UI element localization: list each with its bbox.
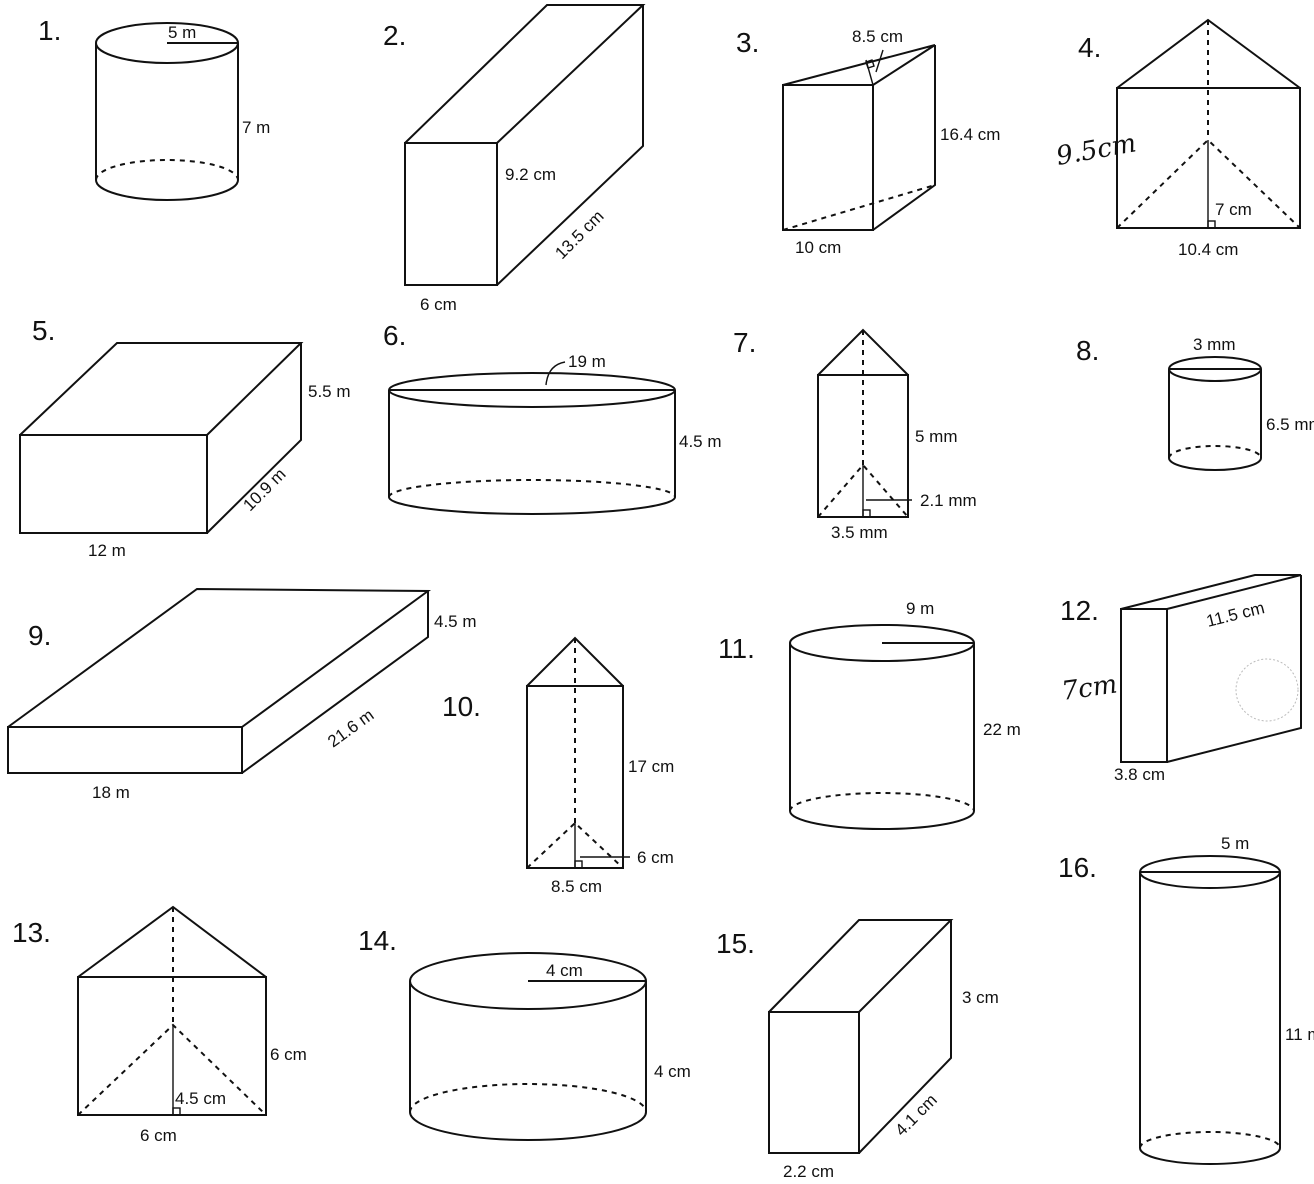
figure-number: 12. <box>1060 595 1099 626</box>
height-label: 6.5 mm <box>1266 415 1314 434</box>
base-label: 3.5 mm <box>831 523 888 542</box>
figure-number: 7. <box>733 327 756 358</box>
figure-number: 11. <box>718 633 755 664</box>
figure-4-triangular-prism: 4. 9.5cm 7 cm 10.4 cm <box>1054 18 1301 259</box>
height-label: 4 cm <box>654 1062 691 1081</box>
figure-number: 10. <box>442 691 481 722</box>
figure-12-rectangular-prism: 12. 11.5 cm 7cm 3.8 cm <box>1060 574 1302 784</box>
figure-number: 14. <box>358 925 397 956</box>
depth-label: 21.6 m <box>324 705 377 751</box>
height-label: 17 cm <box>628 757 674 776</box>
figure-16-cylinder: 16. 5 m 11 m <box>1058 834 1314 1165</box>
depth-label: 4.1 cm <box>891 1090 941 1140</box>
base-label: 10.4 cm <box>1178 240 1238 259</box>
width-label: 12 m <box>88 541 126 560</box>
figure-number: 16. <box>1058 852 1097 883</box>
figure-number: 8. <box>1076 335 1099 366</box>
height-label: 3 cm <box>962 988 999 1007</box>
figure-number: 3. <box>736 27 759 58</box>
diameter-label: 19 m <box>568 352 606 371</box>
figure-1-cylinder: 1. 5 m 7 m <box>38 15 270 201</box>
width-label: 18 m <box>92 783 130 802</box>
radius-label: 9 m <box>906 599 934 618</box>
figure-number: 5. <box>32 315 55 346</box>
figure-9-rectangular-prism: 9. 4.5 m 21.6 m 18 m <box>7 587 477 802</box>
width-label: 3.8 cm <box>1114 765 1165 784</box>
tri-height-label: 7 cm <box>1215 200 1252 219</box>
height-label: 5 mm <box>915 427 958 446</box>
width-label: 6 cm <box>420 295 457 314</box>
height-label: 5.5 m <box>308 382 351 401</box>
figure-number: 15. <box>716 928 755 959</box>
height-label: 9.2 cm <box>505 165 556 184</box>
radius-label: 4 cm <box>546 961 583 980</box>
figure-10-triangular-prism: 10. 17 cm 6 cm 8.5 cm <box>442 636 674 896</box>
figure-number: 2. <box>383 20 406 51</box>
figure-8-cylinder: 8. 3 mm 6.5 mm <box>1076 335 1314 471</box>
figure-number: 6. <box>383 320 406 351</box>
figure-5-rectangular-prism: 5. 5.5 m 10.9 m 12 m <box>19 315 351 560</box>
tri-height-label: 6 cm <box>637 848 674 867</box>
figure-number: 13. <box>12 917 51 948</box>
height-label: 4.5 m <box>434 612 477 631</box>
handwritten-label: 7cm <box>1060 669 1119 706</box>
width-label: 2.2 cm <box>783 1162 834 1181</box>
figure-3-triangular-prism: 3. 8.5 cm 16.4 cm 10 cm <box>736 27 1000 257</box>
height-label: 11 m <box>1285 1025 1314 1044</box>
height-label: 16.4 cm <box>940 125 1000 144</box>
height-label: 4.5 m <box>679 432 722 451</box>
hole-punch-mark <box>1235 658 1299 722</box>
tri-height-label: 2.1 mm <box>920 491 977 510</box>
handwritten-label: 9.5cm <box>1054 128 1139 172</box>
figure-number: 1. <box>38 15 61 46</box>
figure-6-cylinder: 6. 19 m 4.5 m <box>383 320 722 515</box>
height-label: 6 cm <box>270 1045 307 1064</box>
length-label: 13.5 cm <box>551 207 607 263</box>
length-label: 11.5 cm <box>1204 598 1266 631</box>
height-label: 7 m <box>242 118 270 137</box>
diameter-label: 3 mm <box>1193 335 1236 354</box>
figure-15-rectangular-prism: 15. 3 cm 4.1 cm 2.2 cm <box>716 919 999 1181</box>
slant-label: 8.5 cm <box>852 27 903 46</box>
figure-number: 9. <box>28 620 51 651</box>
base-label: 6 cm <box>140 1126 177 1145</box>
tri-height-label: 4.5 cm <box>175 1089 226 1108</box>
figure-7-triangular-prism: 7. 5 mm 2.1 mm 3.5 mm <box>733 327 977 542</box>
figure-number: 4. <box>1078 32 1101 63</box>
depth-label: 10.9 m <box>239 465 289 515</box>
diameter-label: 5 m <box>1221 834 1249 853</box>
figure-11-cylinder: 11. 9 m 22 m <box>718 599 1021 830</box>
base-label: 8.5 cm <box>551 877 602 896</box>
figure-13-triangular-prism: 13. 6 cm 4.5 cm 6 cm <box>12 905 307 1145</box>
height-label: 22 m <box>983 720 1021 739</box>
base-label: 10 cm <box>795 238 841 257</box>
figure-14-cylinder: 14. 4 cm 4 cm <box>358 925 691 1141</box>
figure-2-rectangular-prism: 2. 9.2 cm 13.5 cm 6 cm <box>383 4 646 314</box>
radius-label: 5 m <box>168 23 196 42</box>
